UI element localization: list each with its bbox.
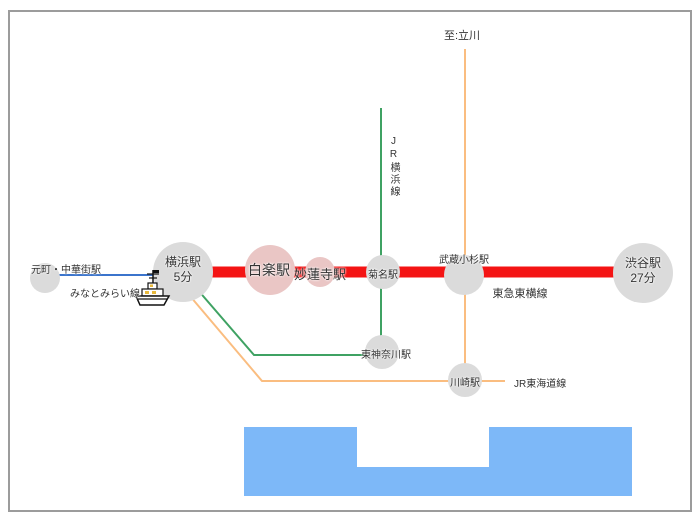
line-label-minatomirai: みなとみらい線 xyxy=(70,285,175,300)
jr-yokohama-line xyxy=(196,108,382,356)
station-circle-shibuya xyxy=(613,243,673,303)
annotation-to-tachikawa: 至:立川 xyxy=(443,30,481,42)
line-label-tokyu-toyoko: 東急東横線 xyxy=(492,288,548,300)
station-label-yokohama-name: 横浜駅 xyxy=(164,255,202,269)
station-label-higashi-kanagawa: 東神奈川駅 xyxy=(361,350,411,361)
station-label-shibuya-time: 27分 xyxy=(630,271,656,285)
station-label-yokohama-time: 5分 xyxy=(173,270,193,284)
line-label-minatomirai-text: みなとみらい線 xyxy=(70,289,140,300)
station-circle-motomachi xyxy=(30,263,60,293)
station-label-shibuya-name: 渋谷駅 xyxy=(624,256,662,270)
line-label-jr-yokohama: JR横浜線 xyxy=(388,136,399,198)
station-label-myorenji: 妙蓮寺駅 xyxy=(293,267,347,282)
station-circle-yokohama xyxy=(153,242,213,302)
station-circle-higashi-kanagawa xyxy=(365,335,399,369)
station-label-yokohama: 横浜駅 5分 xyxy=(165,255,201,285)
station-circle-hakuraku xyxy=(245,245,295,295)
map-border-frame xyxy=(8,10,692,512)
station-circle-kawasaki xyxy=(448,363,482,397)
bay-water-shape xyxy=(244,427,632,496)
ship-icon xyxy=(134,270,171,306)
station-label-musashi-kosugi: 武蔵小杉駅 xyxy=(439,255,489,266)
station-label-shibuya: 渋谷駅 27分 xyxy=(625,256,661,286)
station-label-kikuna: 菊名駅 xyxy=(368,270,398,281)
station-label-hakuraku: 白楽駅 xyxy=(248,262,290,278)
station-circle-myorenji xyxy=(305,257,335,287)
station-label-kawasaki: 川崎駅 xyxy=(450,378,480,389)
jr-tokaido-line xyxy=(189,295,505,382)
line-label-jr-tokaido: JR東海道線 xyxy=(514,379,567,390)
station-circle-musashi-kosugi xyxy=(444,255,484,295)
station-label-motomachi: 元町・中華街駅 xyxy=(31,265,101,276)
station-circle-kikuna xyxy=(366,255,400,289)
